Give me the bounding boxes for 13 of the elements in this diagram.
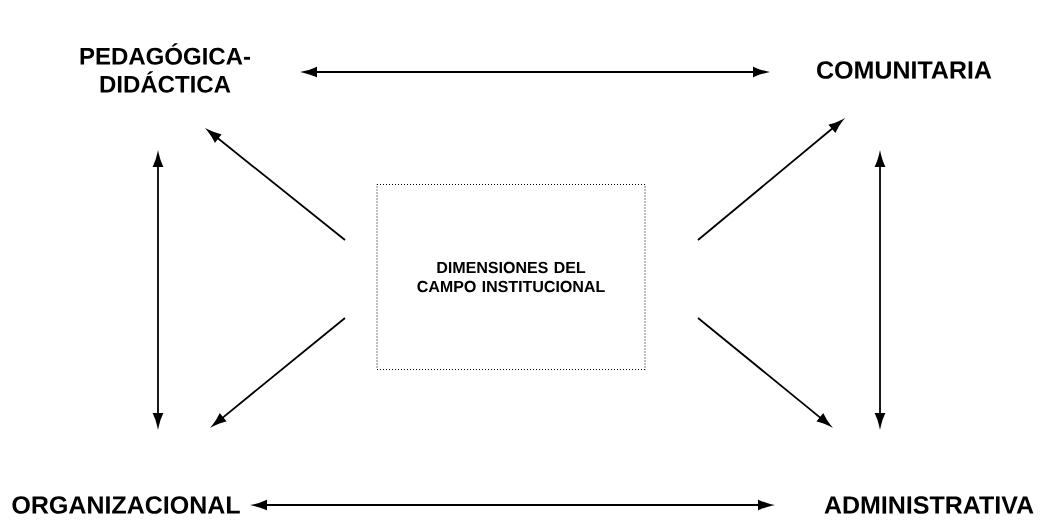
dimension-label: ORGANIZACIONAL	[12, 496, 240, 514]
arrow	[303, 67, 767, 77]
dimension-label: COMUNITARIA	[817, 61, 992, 79]
arrow	[697, 119, 843, 241]
arrow	[875, 153, 885, 427]
dimension-label: ADMINISTRATIVA	[824, 496, 1034, 514]
arrow	[207, 129, 346, 241]
arrow	[212, 317, 346, 427]
arrow	[153, 153, 163, 427]
arrow	[253, 500, 772, 510]
dimension-label: PEDAGÓGICA- DIDÁCTICA	[80, 43, 251, 93]
arrow	[697, 317, 831, 427]
dimension-box: DIMENSIONES DEL CAMPO INSTITUCIONAL	[376, 184, 646, 370]
